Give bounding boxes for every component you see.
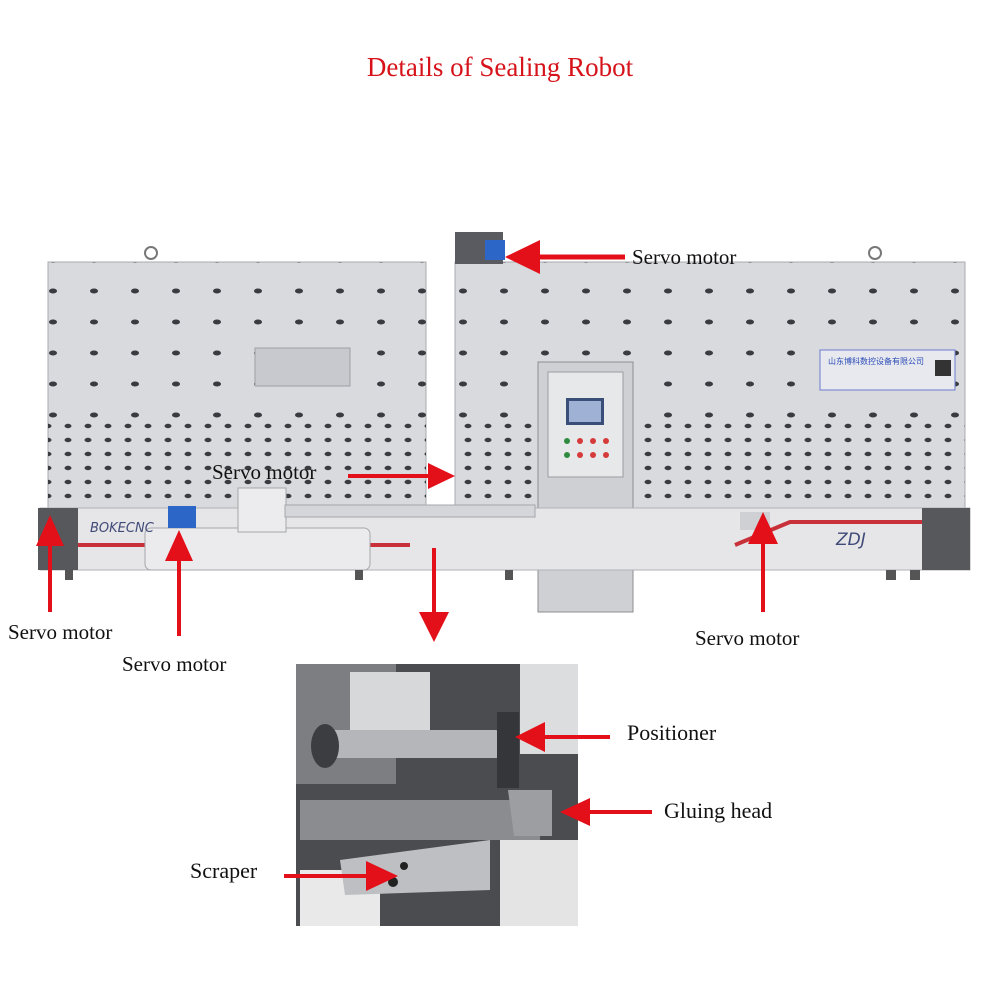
arrow-servo-mid — [348, 463, 455, 489]
detail-photo — [296, 664, 578, 926]
arrow-gluing-head — [560, 798, 652, 826]
page-title: Details of Sealing Robot — [366, 52, 634, 82]
control-column — [537, 361, 634, 613]
label-scraper: Scraper — [190, 858, 258, 883]
label-positioner: Positioner — [627, 720, 717, 745]
arrows — [36, 240, 778, 891]
right-panel: 山东博科数控设备有限公司 — [454, 232, 966, 509]
label-servo-motor-left: Servo motor — [8, 620, 113, 644]
arrow-servo-left — [36, 515, 64, 612]
label-servo-motor-mid: Servo motor — [212, 460, 317, 484]
base-rail: BOKECNC ZDJ — [38, 487, 971, 580]
label-servo-motor-right: Servo motor — [695, 626, 800, 650]
label-servo-motor-top: Servo motor — [632, 245, 737, 269]
company-plate: 山东博科数控设备有限公司 — [828, 356, 924, 366]
arrow-down-to-detail — [419, 548, 449, 642]
arrow-servo-right — [748, 512, 778, 612]
arrow-servo-top — [505, 240, 625, 274]
arrow-scraper — [284, 861, 398, 891]
label-servo-motor-left-2: Servo motor — [122, 652, 227, 676]
left-panel — [47, 246, 427, 509]
brand-right: ZDJ — [835, 530, 866, 550]
label-gluing-head: Gluing head — [664, 798, 773, 823]
brand-left: BOKECNC — [90, 521, 155, 536]
arrow-servo-left2 — [165, 530, 193, 636]
arrow-positioner — [515, 722, 610, 752]
